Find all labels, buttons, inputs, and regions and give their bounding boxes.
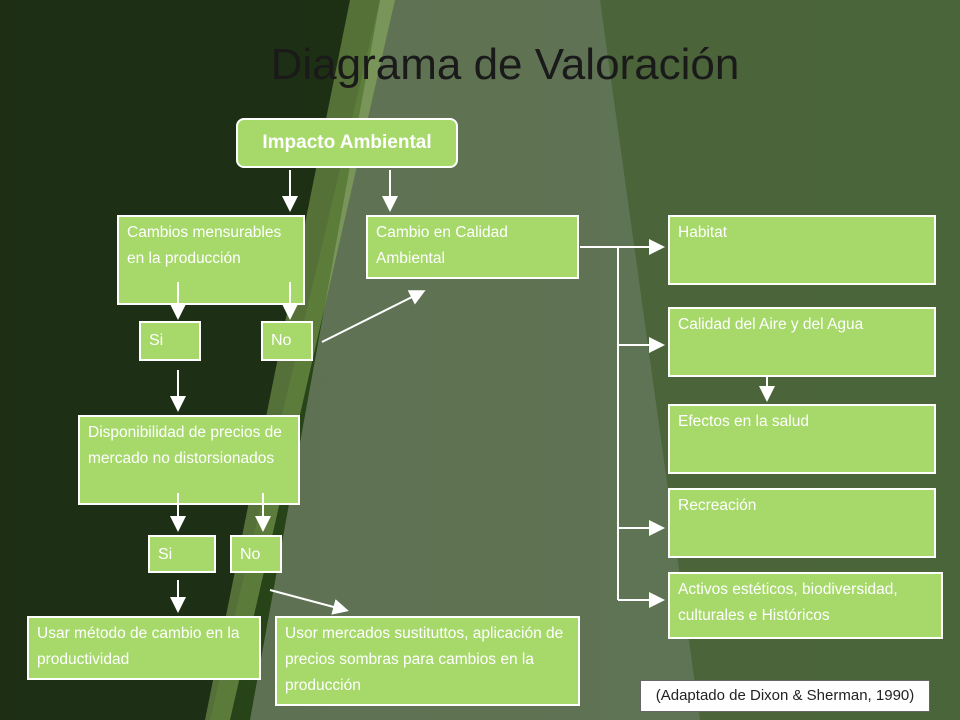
activos-box: Activos estéticos, biodiversidad, cultur… [668, 572, 943, 639]
usor-box: Usor mercados sustituttos, aplicación de… [275, 616, 580, 706]
salud-box: Efectos en la salud [668, 404, 936, 474]
recreacion-box: Recreación [668, 488, 936, 558]
si-box-1: Si [139, 321, 201, 361]
si-box-2: Si [148, 535, 216, 573]
arrow-no-usor [269, 589, 349, 615]
arrow-no-calidad [321, 290, 426, 343]
source-note: (Adaptado de Dixon & Sherman, 1990) [640, 680, 930, 712]
habitat-box: Habitat [668, 215, 936, 285]
disponibilidad-box: Disponibilidad de precios de mercado no … [78, 415, 300, 505]
usar-box: Usar método de cambio en la productivida… [27, 616, 261, 680]
cambios-box: Cambios mensurables en la producción [117, 215, 305, 305]
no-box-2: No [230, 535, 282, 573]
calidad-box: Cambio en Calidad Ambiental [366, 215, 579, 279]
page-title: Diagrama de Valoración [270, 40, 740, 89]
impact-box: Impacto Ambiental [236, 118, 458, 168]
no-box-1: No [261, 321, 313, 361]
aire-box: Calidad del Aire y del Agua [668, 307, 936, 377]
